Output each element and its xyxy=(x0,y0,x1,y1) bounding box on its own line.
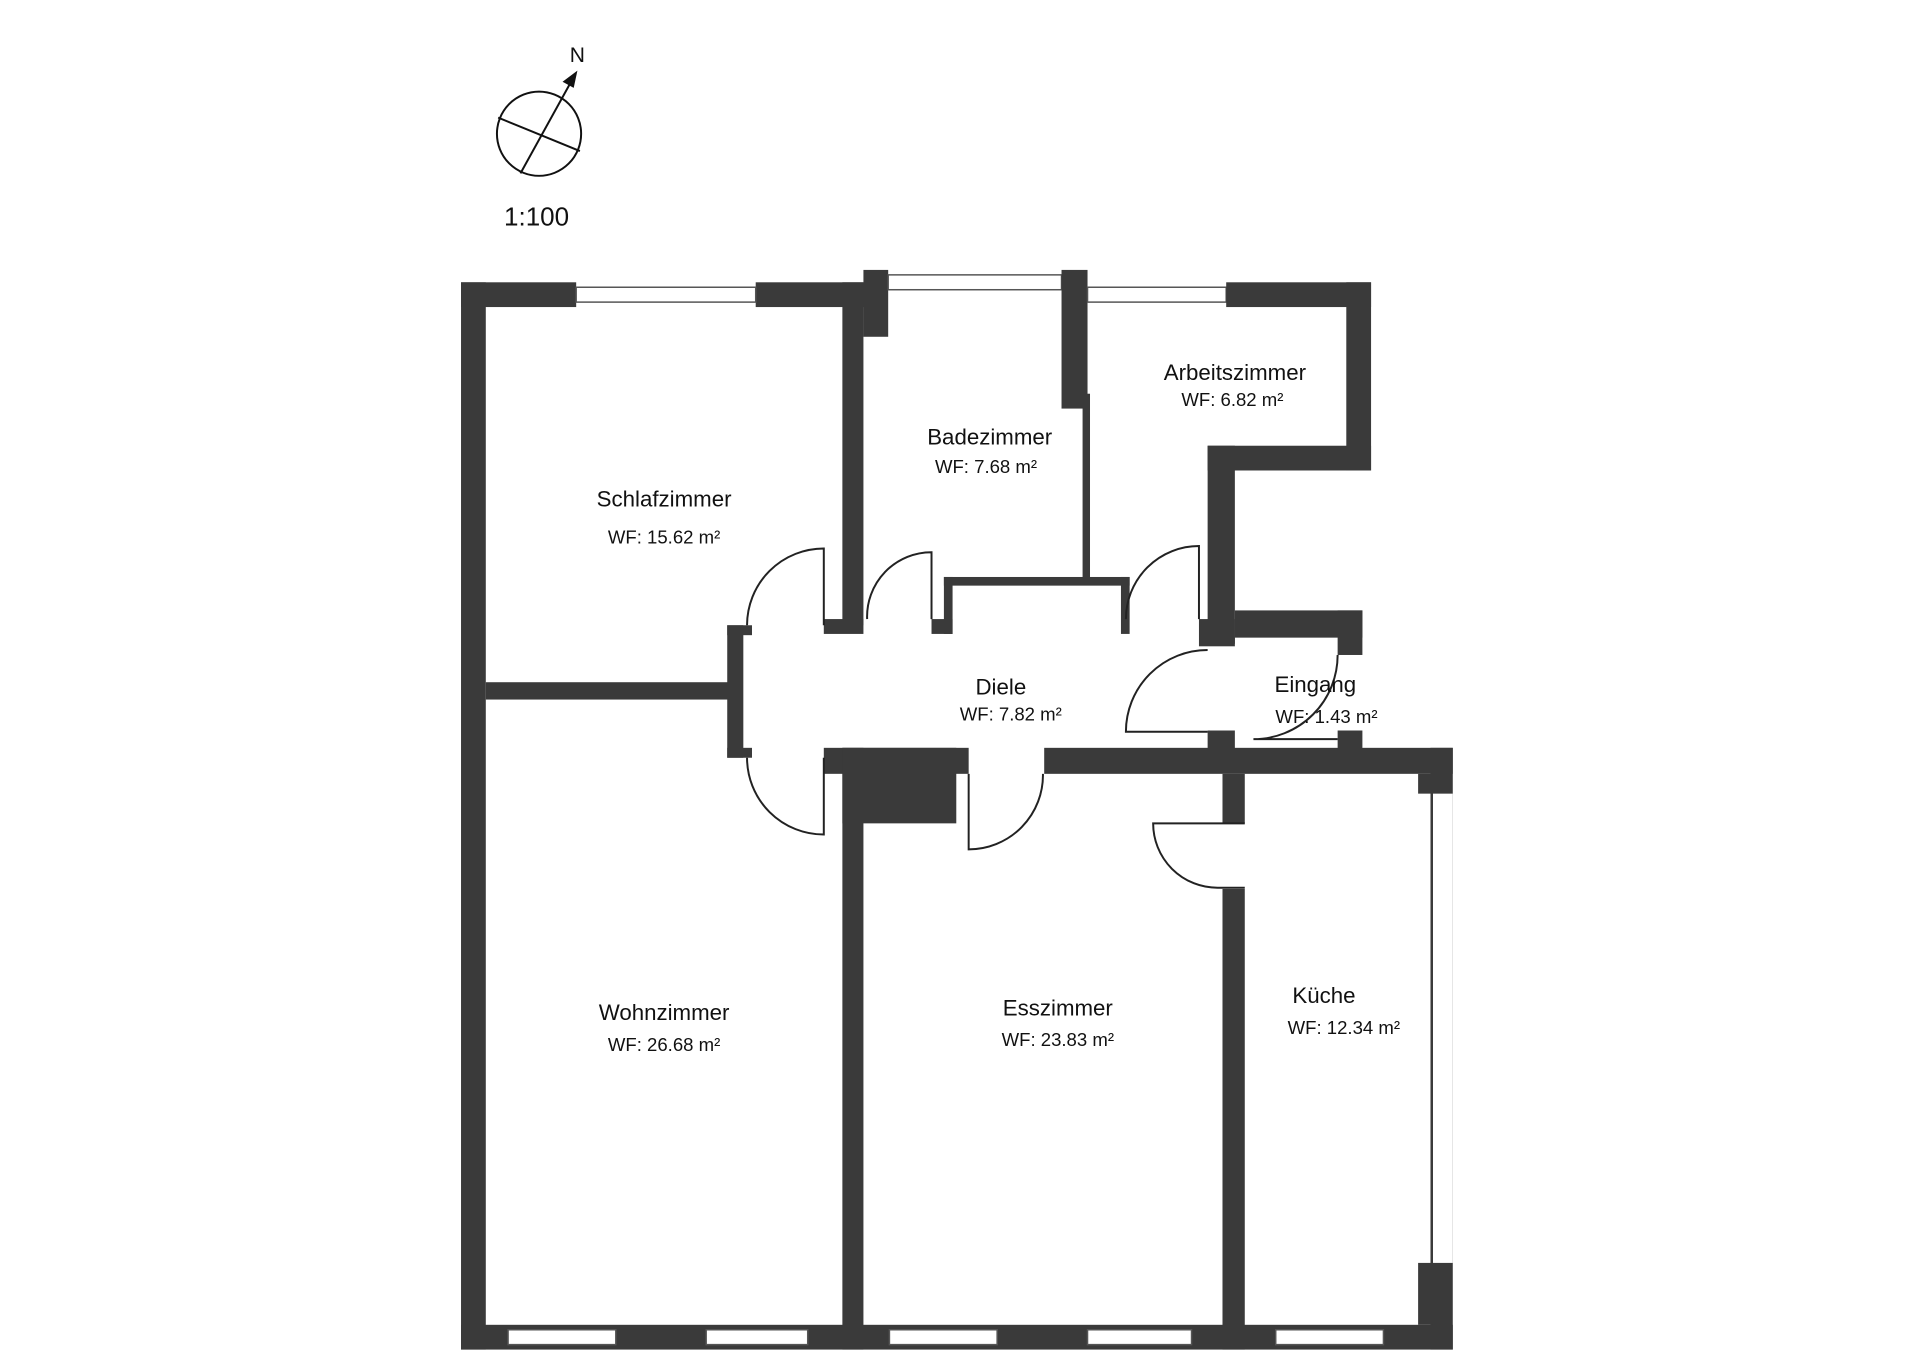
room-name: Badezimmer xyxy=(927,424,1053,449)
room-name: Küche xyxy=(1292,983,1355,1008)
walls xyxy=(461,269,1453,1350)
room-name: Diele xyxy=(975,675,1026,700)
north-arrow-compass-icon xyxy=(495,70,583,177)
room-diele: Diele WF: 7.82 m² xyxy=(960,675,1062,725)
room-kueche: Küche WF: 12.34 m² xyxy=(1288,983,1400,1038)
room-esszimmer: Esszimmer WF: 23.83 m² xyxy=(1002,995,1114,1050)
room-area: WF: 12.34 m² xyxy=(1288,1017,1400,1038)
room-area: WF: 26.68 m² xyxy=(608,1034,720,1055)
room-arbeitszimmer: Arbeitszimmer WF: 6.82 m² xyxy=(1164,360,1307,410)
room-area: WF: 23.83 m² xyxy=(1002,1029,1114,1050)
room-badezimmer: Badezimmer WF: 7.68 m² xyxy=(927,424,1053,476)
room-name: Arbeitszimmer xyxy=(1164,360,1307,385)
room-area: WF: 6.82 m² xyxy=(1181,389,1283,410)
room-name: Esszimmer xyxy=(1003,995,1114,1020)
scale-label: 1:100 xyxy=(504,201,569,231)
doors xyxy=(746,545,1339,889)
room-area: WF: 7.68 m² xyxy=(935,456,1037,477)
room-eingang: Eingang WF: 1.43 m² xyxy=(1274,672,1377,727)
room-name: Eingang xyxy=(1274,672,1356,697)
room-area: WF: 7.82 m² xyxy=(960,704,1062,725)
room-name: Wohnzimmer xyxy=(599,1000,730,1025)
room-area: WF: 1.43 m² xyxy=(1275,706,1377,727)
north-label: N xyxy=(570,44,585,67)
room-area: WF: 15.62 m² xyxy=(608,527,720,548)
room-schlafzimmer: Schlafzimmer WF: 15.62 m² xyxy=(597,486,732,547)
room-name: Schlafzimmer xyxy=(597,486,732,511)
room-wohnzimmer: Wohnzimmer WF: 26.68 m² xyxy=(599,1000,730,1055)
